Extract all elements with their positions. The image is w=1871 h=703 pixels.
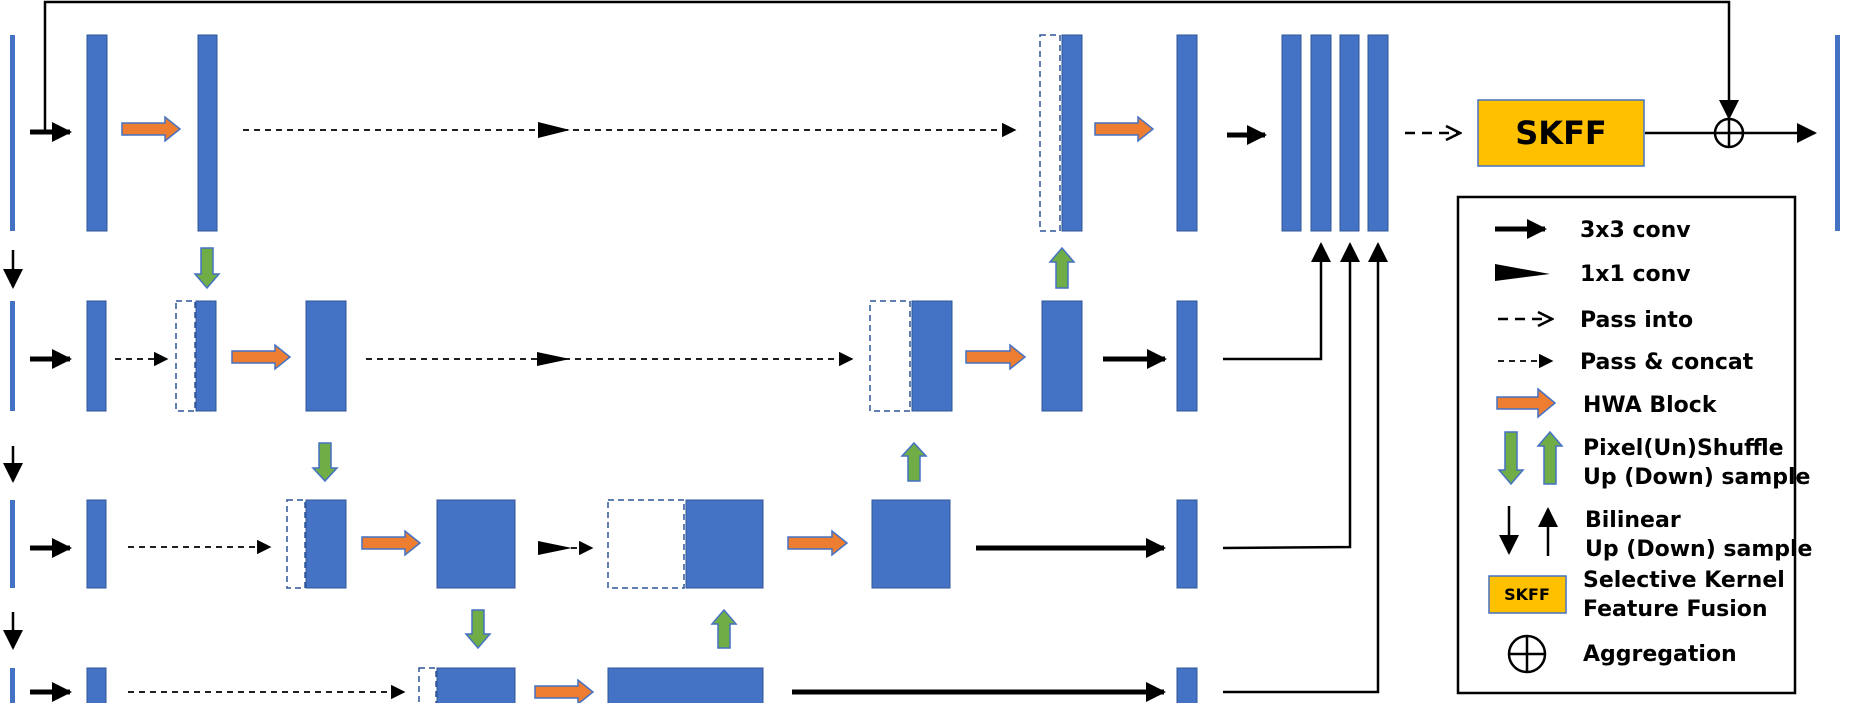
- feature-block-l2-enc1: [86, 300, 107, 412]
- legend-conv1-label: 1x1 conv: [1580, 262, 1691, 287]
- input-strip-level-2: [10, 301, 15, 411]
- legend-pixel-down-icon: [1497, 431, 1525, 486]
- hwa-arrow-icon-l2-enc: [231, 343, 292, 371]
- legend-bilinear-label-2: Up (Down) sample: [1585, 537, 1812, 562]
- feature-block-l2-enc2: [305, 300, 347, 412]
- fusion-stack-2: [1310, 34, 1332, 232]
- legend-skff-label-1: Selective Kernel: [1583, 568, 1785, 593]
- feature-block-l2-concat1: [195, 300, 217, 412]
- fusion-stack-3: [1339, 34, 1360, 232]
- skff-block: SKFF: [1477, 99, 1645, 167]
- aggregation-symbol: [1713, 117, 1745, 149]
- feature-block-l4-out: [1176, 667, 1198, 703]
- legend-skff-icon-label: SKFF: [1504, 585, 1550, 604]
- fusion-connectors: [1222, 123, 1817, 694]
- legend: 3x3 conv 1x1 conv Pass into Pass & conca…: [1456, 195, 1812, 695]
- legend-bilinear-label-1: Bilinear: [1585, 508, 1681, 533]
- feature-blocks: [86, 34, 1389, 703]
- legend-pass-into-label: Pass into: [1580, 308, 1693, 333]
- feature-block-l2-dec: [1041, 300, 1083, 412]
- skff-label: SKFF: [1515, 114, 1607, 152]
- conv3-arrows: [30, 122, 1267, 702]
- pass-concat-arrows: [115, 122, 1460, 700]
- concat-placeholders: [175, 34, 1061, 703]
- conv1-wedge-l1: [538, 122, 570, 138]
- conv1-wedge-l3: [538, 541, 572, 555]
- fusion-stack-4: [1367, 34, 1389, 232]
- feature-block-l4-bottleneck: [607, 667, 764, 703]
- output-strip: [1835, 35, 1840, 231]
- fusion-connector-l4: [1223, 242, 1388, 694]
- hwa-arrow-icon-l1-dec: [1094, 115, 1155, 143]
- hwa-arrow-icon-l3-enc: [361, 529, 422, 557]
- hwa-arrow-icon-l3-dec: [787, 529, 849, 557]
- input-strip-level-4: [10, 668, 15, 703]
- concat-placeholder-l3a: [286, 499, 306, 589]
- concat-placeholder-l4: [418, 667, 437, 703]
- input-strip-level-3: [10, 500, 15, 588]
- hwa-arrow-icon-l2-dec: [965, 343, 1027, 371]
- feature-block-l1-dec: [1176, 34, 1198, 232]
- pixel-unshuffle-down-icon-2: [311, 442, 339, 483]
- feature-block-l1-enc1: [86, 34, 108, 232]
- input-strip-level-1: [10, 35, 15, 231]
- legend-pixel-shuffle-label-2: Up (Down) sample: [1583, 465, 1810, 490]
- conv1-wedge-l2: [537, 352, 570, 366]
- feature-block-l3-enc2: [436, 499, 516, 589]
- feature-block-l3-concat2: [685, 499, 764, 589]
- feature-block-l4-enc1: [86, 667, 107, 703]
- concat-placeholder-l2a: [175, 300, 196, 412]
- input-strips: [10, 35, 1840, 703]
- feature-block-l3-enc1: [86, 499, 107, 589]
- concat-placeholder-l1: [1039, 34, 1061, 232]
- skff-box: [1477, 99, 1645, 167]
- legend-hwa-arrow-icon: [1496, 387, 1557, 419]
- conv1-wedges: [537, 122, 572, 555]
- feature-block-l3-dec: [871, 499, 951, 589]
- legend-conv1-icon: [1495, 264, 1550, 281]
- legend-skff-label-2: Feature Fusion: [1583, 597, 1768, 622]
- fusion-stack-1: [1281, 34, 1302, 232]
- feature-block-l1-enc2: [197, 34, 218, 232]
- concat-placeholder-l2b: [869, 300, 911, 412]
- feature-block-l3-concat1: [305, 499, 347, 589]
- pixel-shuffle-up-icon-2: [900, 441, 928, 482]
- legend-hwa-label: HWA Block: [1583, 393, 1718, 418]
- pixel-unshuffle-down-icon-3: [464, 609, 492, 650]
- pixel-shuffle-arrows: [193, 246, 1076, 650]
- pixel-shuffle-up-icon-3: [710, 608, 738, 649]
- legend-skff-icon: [1488, 575, 1567, 614]
- feature-block-l4-concat: [436, 667, 516, 703]
- legend-conv3-label: 3x3 conv: [1580, 218, 1691, 243]
- concat-placeholder-l3b: [607, 499, 685, 589]
- fusion-connector-l2: [1223, 242, 1331, 361]
- hwa-arrow-icon-l1-enc: [121, 115, 182, 143]
- pixel-shuffle-up-icon-1: [1048, 246, 1076, 289]
- pixel-unshuffle-down-icon-1: [193, 247, 221, 290]
- legend-aggregation-label: Aggregation: [1583, 642, 1737, 667]
- feature-block-l2-out: [1176, 300, 1198, 412]
- fusion-connector-l3: [1222, 242, 1360, 550]
- legend-pixel-shuffle-label-1: Pixel(Un)Shuffle: [1583, 436, 1784, 461]
- feature-block-l3-out: [1176, 499, 1198, 589]
- global-skip-connection: [43, 0, 1739, 130]
- feature-block-l1-concat: [1061, 34, 1083, 232]
- hwa-arrow-icon-l4: [534, 678, 595, 703]
- legend-pass-concat-label: Pass & concat: [1580, 350, 1754, 375]
- feature-block-l2-concat2: [911, 300, 953, 412]
- hwa-arrows: [121, 115, 1155, 703]
- legend-pixel-up-icon: [1536, 430, 1564, 485]
